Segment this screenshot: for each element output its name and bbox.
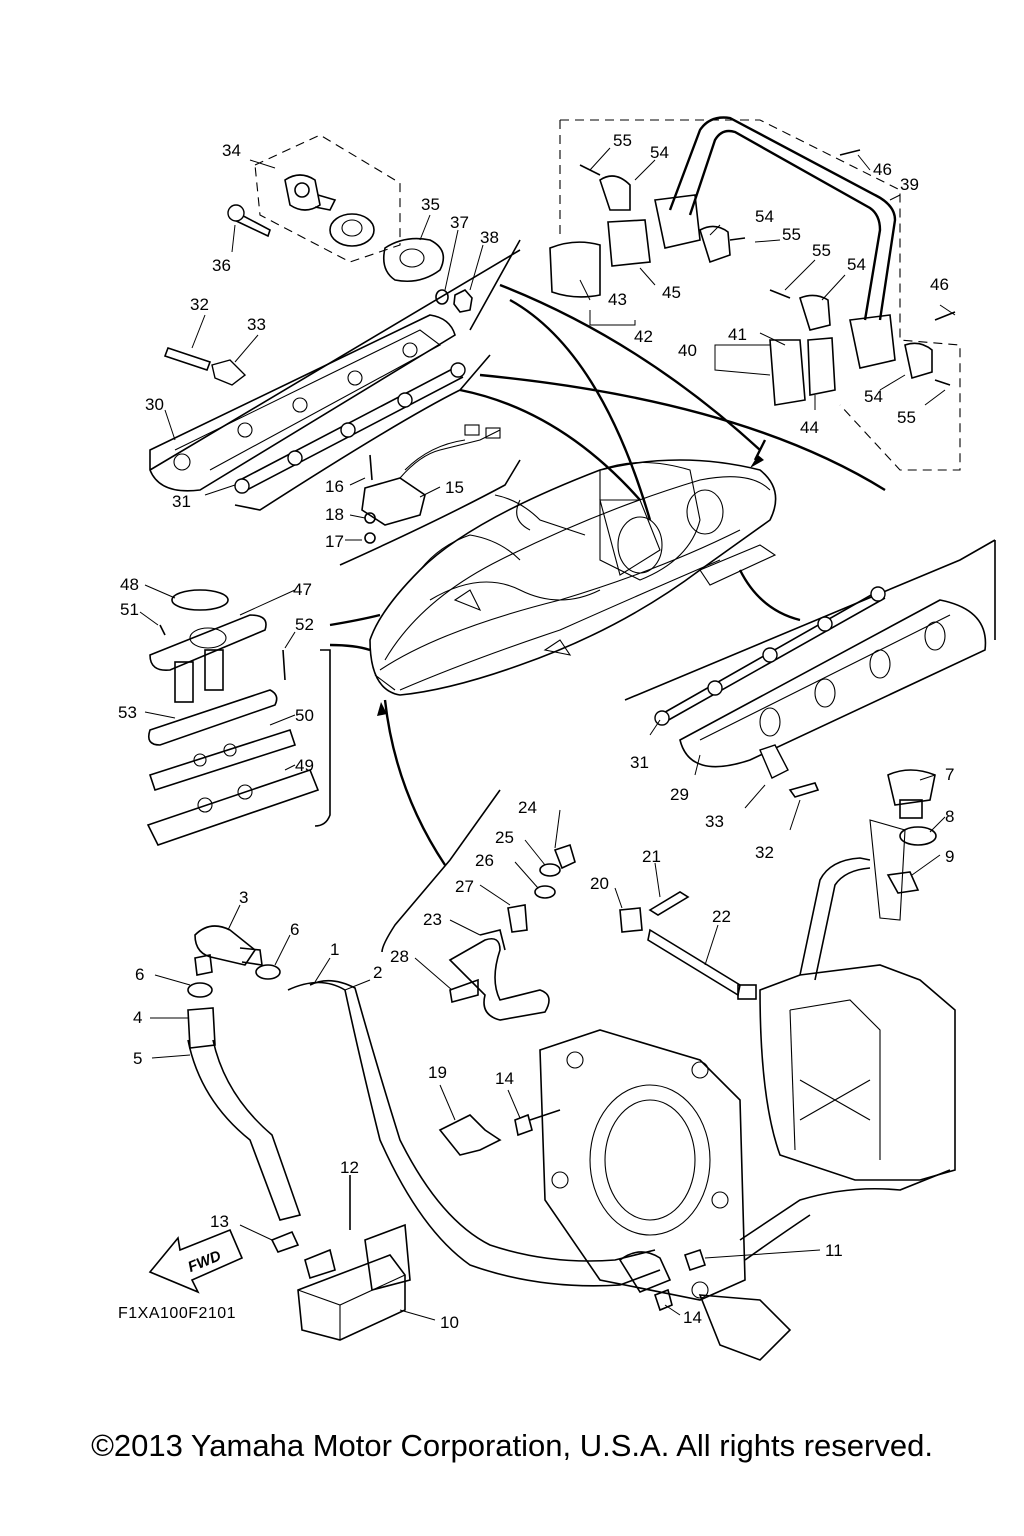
callout-32b: 32 (755, 843, 774, 862)
callout-55b: 55 (782, 225, 801, 244)
callout-35: 35 (421, 195, 440, 214)
callout-50: 50 (295, 706, 314, 725)
jet-pump-assembly (438, 857, 956, 1361)
callout-11: 11 (825, 1241, 843, 1260)
callout-8: 8 (945, 807, 954, 826)
callout-46b: 46 (930, 275, 949, 294)
callout-25: 25 (495, 828, 514, 847)
control-unit-parts (270, 1175, 411, 1341)
callout-14a: 14 (495, 1069, 514, 1088)
hull-rail-left (149, 314, 466, 494)
callout-21: 21 (642, 847, 661, 866)
callout-54d: 54 (864, 387, 883, 406)
hose-parts (187, 925, 672, 1293)
callout-55c: 55 (812, 241, 831, 260)
fwd-label: FWD (186, 1247, 224, 1276)
callout-44: 44 (800, 418, 819, 437)
leader-lines (139, 147, 956, 1321)
callout-54a: 54 (650, 143, 669, 162)
callout-22: 22 (712, 907, 731, 926)
callout-23: 23 (423, 910, 442, 929)
deck-cleat-parts (146, 589, 320, 846)
callout-10: 10 (440, 1313, 459, 1332)
copyright-notice: ©2013 Yamaha Motor Corporation, U.S.A. A… (91, 1428, 933, 1463)
callout-6a: 6 (135, 965, 144, 984)
drain-plug-parts (869, 769, 937, 921)
callout-33b: 33 (705, 812, 724, 831)
callout-32a: 32 (190, 295, 209, 314)
callout-40: 40 (678, 341, 697, 360)
figure-code: F1XA100F2101 (118, 1305, 236, 1322)
callout-26: 26 (475, 851, 494, 870)
reboarding-handle-parts (549, 116, 956, 406)
callout-31b: 31 (630, 753, 649, 772)
callout-49: 49 (295, 756, 314, 775)
callout-19: 19 (428, 1063, 447, 1082)
callout-45: 45 (662, 283, 681, 302)
callout-33a: 33 (247, 315, 266, 334)
callout-55a: 55 (613, 131, 632, 150)
callout-2: 2 (373, 963, 382, 982)
callout-29: 29 (670, 785, 689, 804)
callout-51: 51 (120, 600, 139, 619)
callout-13: 13 (210, 1212, 229, 1231)
callout-48: 48 (120, 575, 139, 594)
callout-15: 15 (445, 478, 464, 497)
callout-9: 9 (945, 847, 954, 866)
callout-14b: 14 (683, 1308, 702, 1327)
callout-31a: 31 (172, 492, 191, 511)
forward-direction-arrow: FWD (148, 1228, 244, 1294)
lock-assembly-parts (227, 174, 473, 313)
callout-5: 5 (133, 1049, 142, 1068)
callout-labels: 1 2 3 4 5 6 6 7 8 9 10 11 12 13 14 14 15… (118, 131, 954, 1332)
callout-54c: 54 (847, 255, 866, 274)
callout-3: 3 (239, 888, 248, 907)
callout-52: 52 (295, 615, 314, 634)
callout-38: 38 (480, 228, 499, 247)
callout-4: 4 (133, 1008, 142, 1027)
callout-34: 34 (222, 141, 241, 160)
watercraft-hull (369, 459, 777, 696)
callout-46a: 46 (873, 160, 892, 179)
callout-16: 16 (325, 477, 344, 496)
callout-27: 27 (455, 877, 474, 896)
hull-rail-right (654, 586, 987, 798)
callout-53: 53 (118, 703, 137, 722)
callout-24: 24 (518, 798, 537, 817)
callout-42: 42 (634, 327, 653, 346)
callout-55d: 55 (897, 408, 916, 427)
callout-7: 7 (945, 765, 954, 784)
bracket-and-tie-parts (448, 843, 757, 1021)
callout-12: 12 (340, 1158, 359, 1177)
callout-37: 37 (450, 213, 469, 232)
callout-30: 30 (145, 395, 164, 414)
callout-17: 17 (325, 532, 344, 551)
callout-6b: 6 (290, 920, 299, 939)
callout-47: 47 (293, 580, 312, 599)
callout-54b: 54 (755, 207, 774, 226)
callout-41: 41 (728, 325, 747, 344)
callout-28: 28 (390, 947, 409, 966)
callout-43: 43 (608, 290, 627, 309)
group-frames (149, 119, 996, 953)
callout-1: 1 (330, 940, 339, 959)
callout-20: 20 (590, 874, 609, 893)
callout-39: 39 (900, 175, 919, 194)
callout-18: 18 (325, 505, 344, 524)
callout-36: 36 (212, 256, 231, 275)
